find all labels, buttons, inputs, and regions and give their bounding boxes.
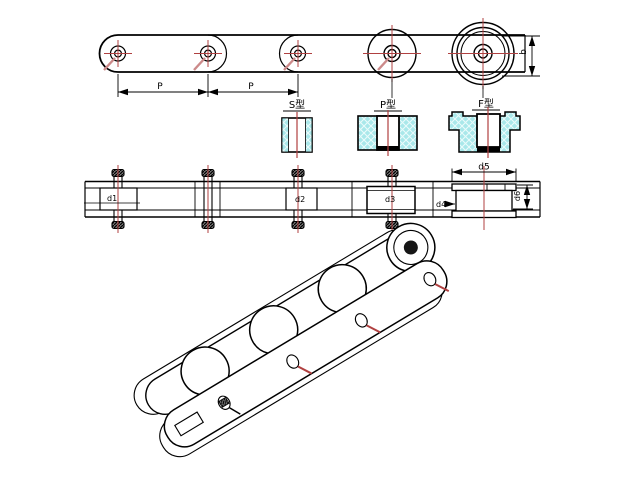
roller-width-label: b bbox=[519, 49, 529, 55]
cotter-pin-marks-plan bbox=[103, 57, 390, 71]
dim-d1-label: d1 bbox=[107, 194, 117, 203]
section-p-label: P型 bbox=[380, 98, 396, 111]
elevation-plain-roller bbox=[366, 185, 416, 215]
iso-front-plates bbox=[159, 260, 448, 458]
dimension-d5 bbox=[451, 168, 517, 182]
dim-d5-label: d5 bbox=[478, 163, 489, 173]
iso-end-slot bbox=[174, 411, 205, 437]
dim-d2-label: d2 bbox=[295, 195, 305, 204]
elevation-centerlines bbox=[117, 165, 485, 233]
dim-d3-label: d3 bbox=[385, 195, 395, 204]
pitch-label-a: P bbox=[157, 82, 163, 92]
elevation-pins bbox=[111, 168, 399, 230]
section-s-type: S型 bbox=[281, 98, 313, 158]
section-leader-lines bbox=[391, 79, 484, 98]
iso-pins bbox=[217, 271, 450, 415]
section-p-type: P型 bbox=[357, 98, 418, 156]
dim-d6-label: d6 bbox=[513, 191, 522, 201]
roller-type-sections: S型 P型 F型 bbox=[281, 97, 521, 158]
isometric-3d-view bbox=[133, 222, 450, 458]
side-elevation-view: d1 d2 d3 d4 d5 d6 bbox=[84, 163, 541, 233]
dimension-d6 bbox=[513, 184, 533, 210]
dim-d4-label: d4 bbox=[436, 200, 446, 209]
dimension-pitch bbox=[117, 74, 299, 97]
section-f-type: F型 bbox=[448, 97, 521, 158]
chain-plates-plan bbox=[98, 34, 526, 73]
iso-cotter-pins bbox=[297, 283, 450, 375]
pitch-label-b: P bbox=[248, 82, 254, 92]
section-s-label: S型 bbox=[289, 98, 305, 111]
iso-end-roller bbox=[386, 222, 436, 273]
centerlines-plan bbox=[104, 18, 518, 89]
top-plan-view: b P P bbox=[98, 18, 540, 98]
section-f-label: F型 bbox=[478, 97, 494, 110]
dimension-roller-width bbox=[502, 35, 540, 77]
